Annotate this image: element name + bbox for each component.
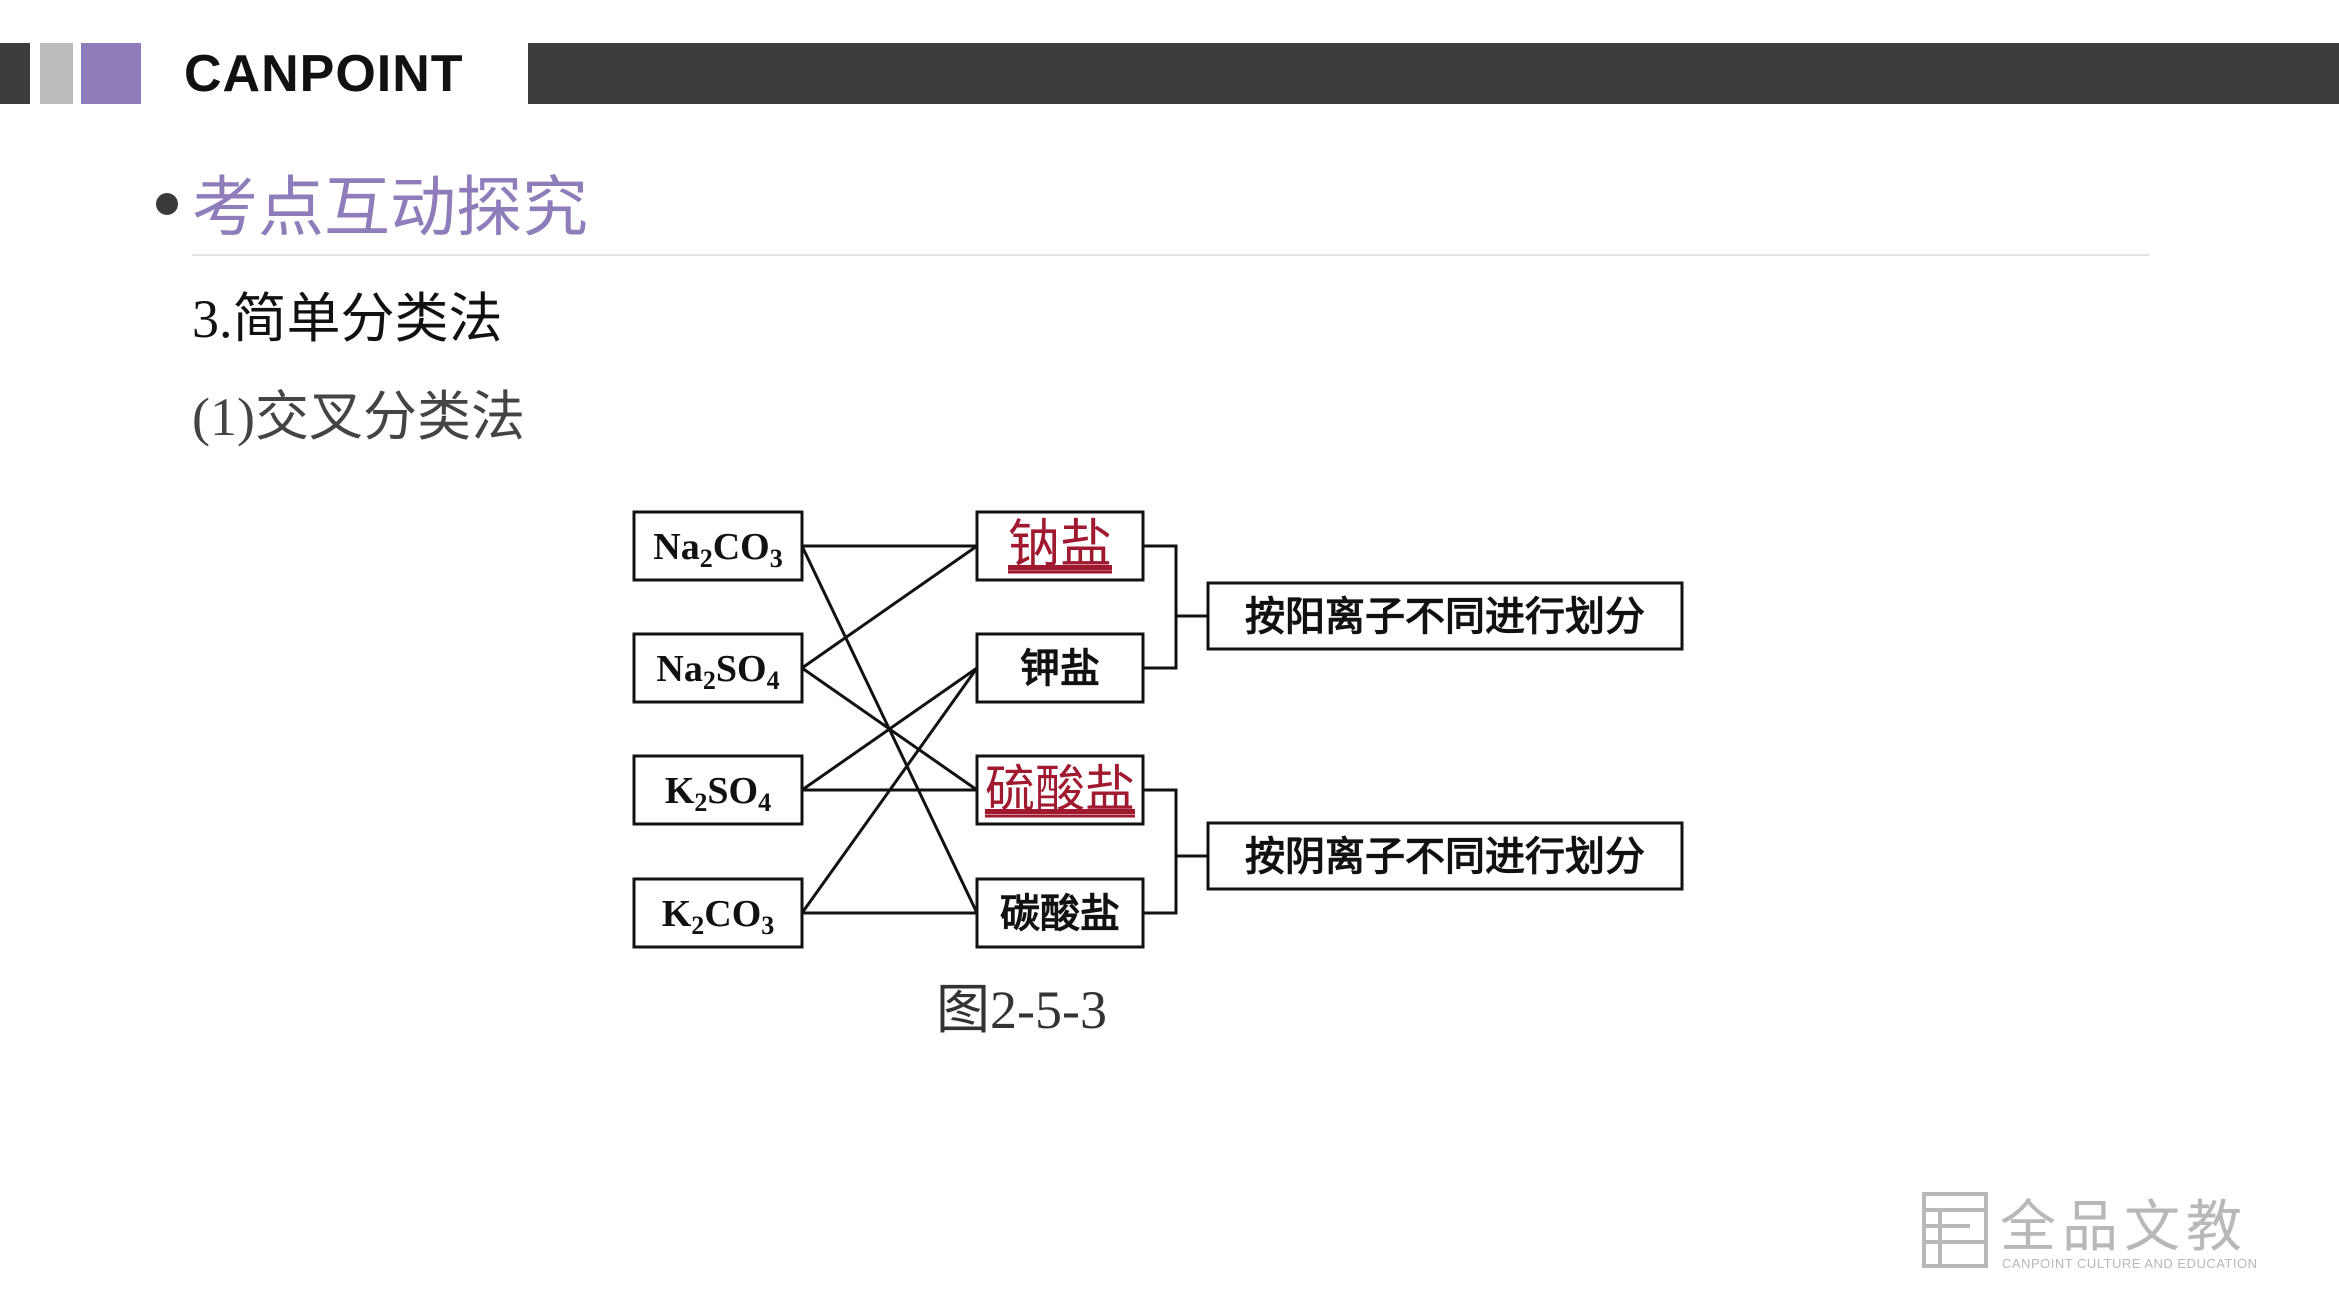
item-number: (1) — [192, 387, 255, 447]
category-label: 碳酸盐 — [1000, 891, 1120, 937]
criteria-label: 按阳离子不同进行划分 — [1245, 594, 1645, 640]
category-box — [975, 754, 1145, 826]
connector-line — [801, 666, 978, 792]
compound-formula: Na2SO4 — [656, 648, 779, 695]
section-title: 考点互动探究 — [192, 169, 588, 246]
compound-box — [632, 877, 804, 949]
category-box — [975, 632, 1145, 704]
item-cross-classification: (1)交叉分类法 — [192, 382, 525, 452]
bracket-line — [1143, 544, 1208, 670]
diagram-connectors — [800, 544, 1208, 915]
criteria-box — [1206, 821, 1684, 891]
category-box — [975, 510, 1145, 582]
compound-box — [632, 632, 804, 704]
brand-title: CANPOINT — [184, 45, 464, 103]
caption-prefix: 图 — [936, 978, 990, 1041]
item-text: 交叉分类法 — [254, 385, 525, 448]
connector-line — [800, 667, 979, 914]
header-block-gray — [40, 43, 73, 104]
compound-formula: K2CO3 — [662, 893, 775, 940]
compound-box — [632, 510, 804, 582]
bullet-icon — [156, 193, 178, 215]
compound-formula: Na2CO3 — [653, 526, 782, 573]
section-divider — [192, 254, 2149, 256]
category-label-answer: 硫酸盐 — [985, 760, 1135, 818]
connector-line — [801, 544, 978, 670]
canpoint-logo-icon — [1922, 1192, 1988, 1268]
watermark-english: CANPOINT CULTURE AND EDUCATION — [2002, 1256, 2258, 1271]
item-simple-classification: 3.简单分类法 — [192, 284, 503, 354]
header-block-dark — [0, 43, 30, 104]
item-text: 简单分类法 — [232, 287, 503, 350]
criteria-box — [1206, 581, 1684, 651]
category-box — [975, 877, 1145, 949]
compound-box — [632, 754, 804, 826]
figure-caption: 图2-5-3 — [936, 975, 1107, 1045]
bracket-line — [1143, 788, 1208, 915]
header-bar — [528, 43, 2339, 104]
item-number: 3. — [192, 289, 233, 349]
compound-formula: K2SO4 — [665, 770, 771, 817]
category-label: 钾盐 — [1020, 646, 1100, 692]
caption-number: 2-5-3 — [990, 980, 1107, 1040]
category-label-answer: 钠盐 — [1008, 515, 1112, 575]
criteria-label: 按阴离子不同进行划分 — [1245, 834, 1645, 880]
header-block-purple — [81, 43, 141, 104]
watermark-chinese: 全品文教 — [2000, 1195, 2248, 1260]
